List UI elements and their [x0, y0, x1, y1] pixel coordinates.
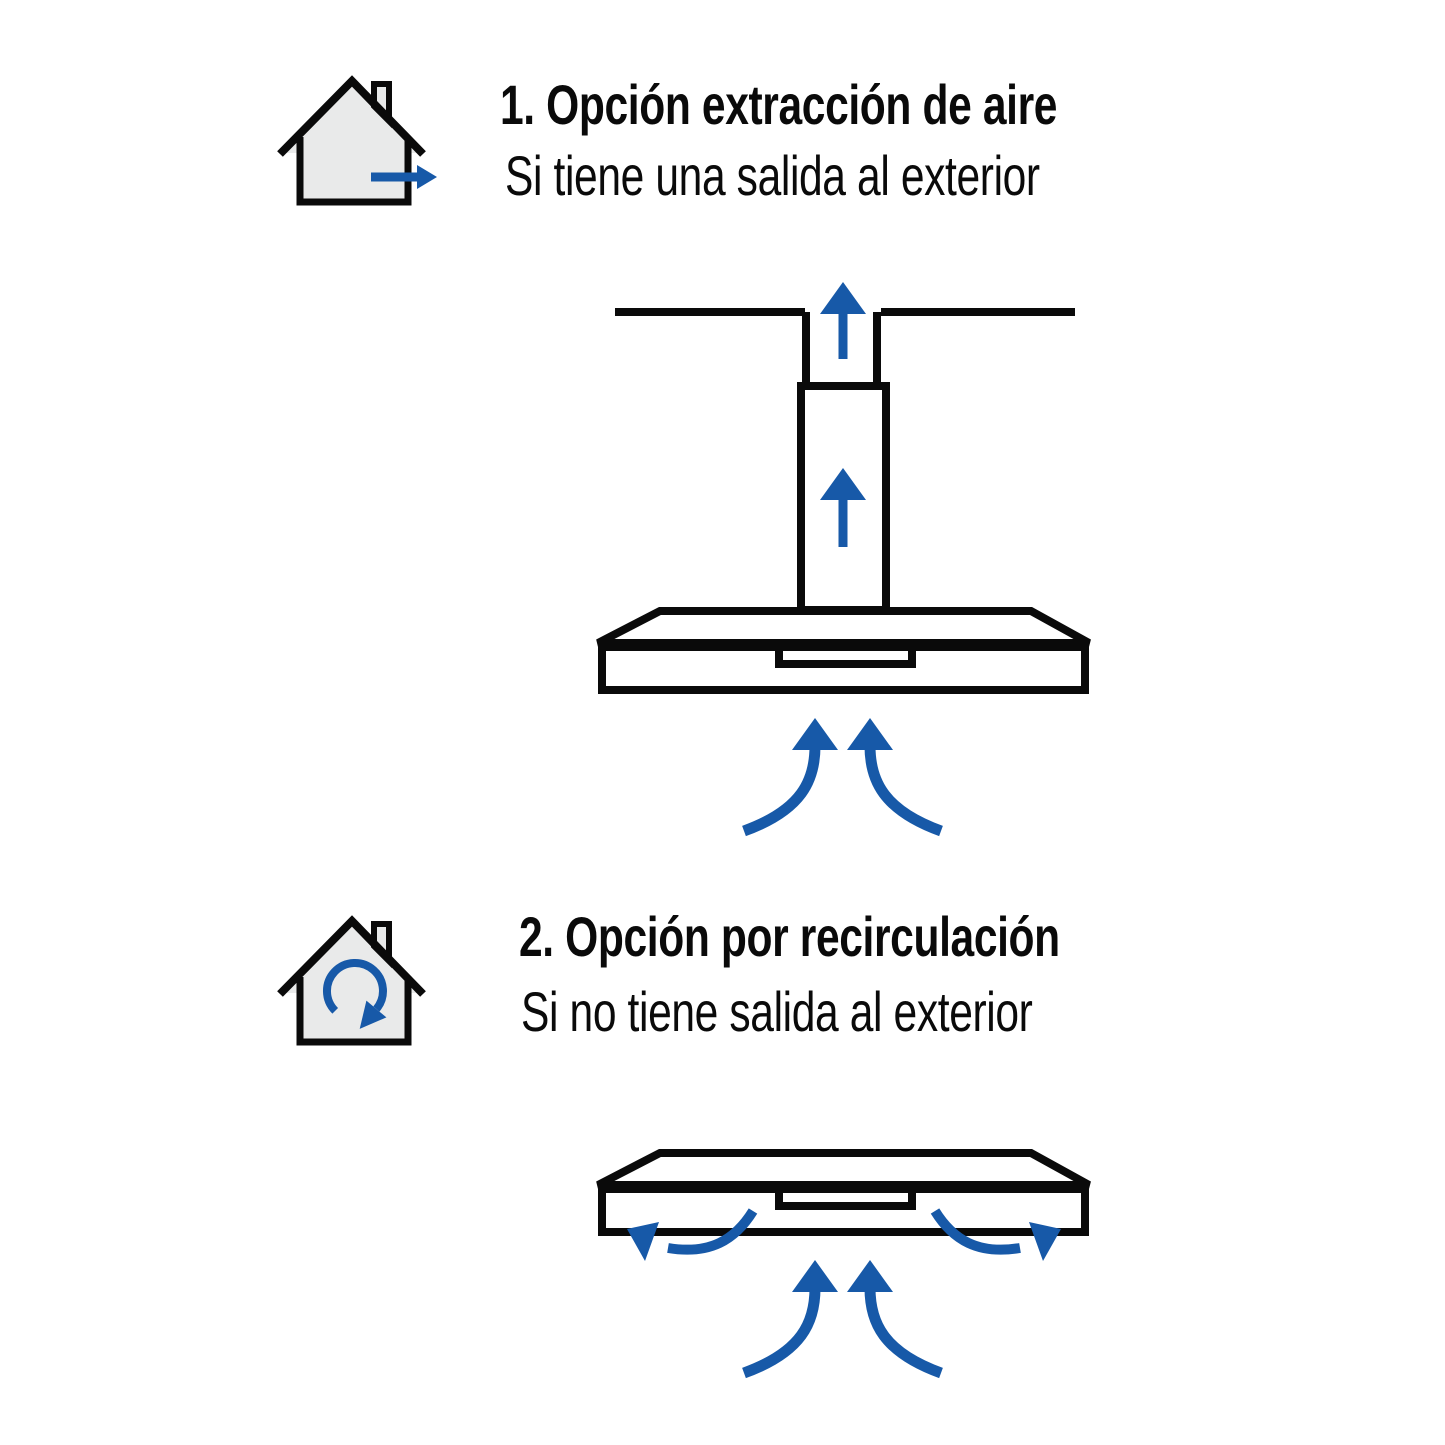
- recirc-out-arrow-right-icon: [930, 1208, 1061, 1261]
- house-body: [282, 924, 422, 1043]
- section-1-subtitle: Si tiene una salida al exterior: [505, 144, 1040, 207]
- house-recirculation-icon: [277, 915, 426, 1046]
- intake-arrow-right-icon: [847, 1260, 943, 1379]
- recirculation-diagram: [596, 1149, 1091, 1379]
- exhaust-up-arrow-icon: [820, 282, 866, 359]
- recirc-out-arrow-left-icon: [627, 1208, 758, 1261]
- recirculation-loop-arrow-icon: [322, 959, 387, 1029]
- house-extraction-icon: [277, 75, 437, 206]
- section-2-subtitle: Si no tiene salida al exterior: [521, 980, 1033, 1043]
- intake-arrow-left-icon: [742, 718, 838, 837]
- extraction-diagram: [596, 282, 1091, 837]
- air-exit-arrow-icon: [371, 165, 437, 189]
- hood-filter: [775, 643, 916, 668]
- hood-top-face: [596, 607, 1091, 647]
- hood-top-face: [596, 1149, 1091, 1189]
- house-roof-outline: [277, 915, 426, 997]
- intake-arrow-left-icon: [742, 1260, 838, 1379]
- hood-filter: [775, 1185, 916, 1210]
- house-walls-outline: [296, 137, 412, 206]
- section-1-title: 1. Opción extracción de aire: [500, 73, 1058, 136]
- chimney-up-arrow-icon: [820, 468, 866, 547]
- intake-arrow-right-icon: [847, 718, 943, 837]
- house-walls-outline: [296, 977, 412, 1046]
- house-roof-outline: [277, 75, 426, 157]
- section-2-title: 2. Opción por recirculación: [519, 905, 1060, 968]
